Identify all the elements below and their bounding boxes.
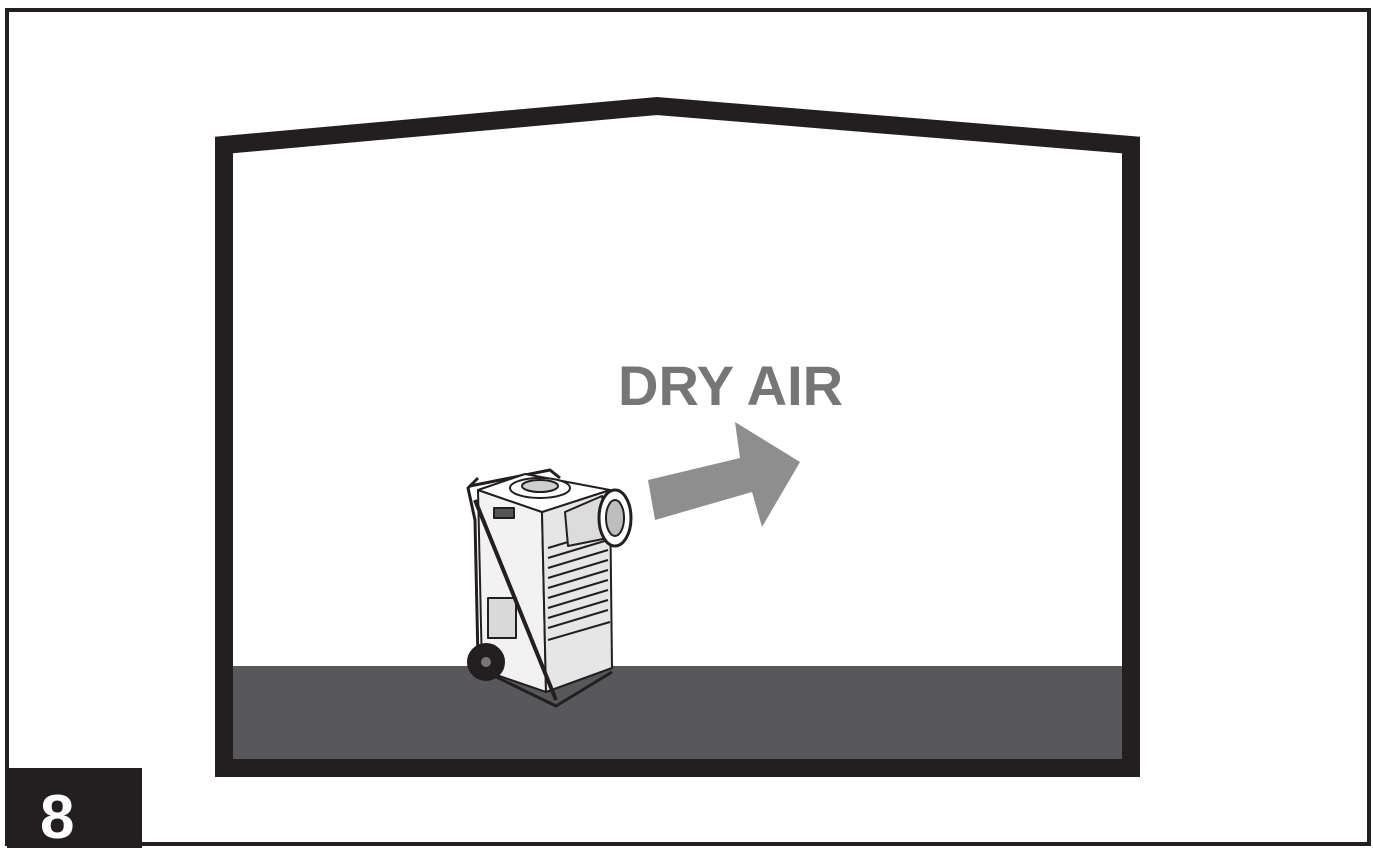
room-floor: [230, 666, 1130, 762]
arrow-right-icon: [648, 422, 800, 527]
step-badge: [7, 768, 142, 848]
dehumidifier-icon: [466, 468, 633, 708]
air-label: DRY AIR: [618, 354, 843, 417]
step-number: 8: [40, 783, 74, 848]
room-outline: [215, 96, 1140, 777]
